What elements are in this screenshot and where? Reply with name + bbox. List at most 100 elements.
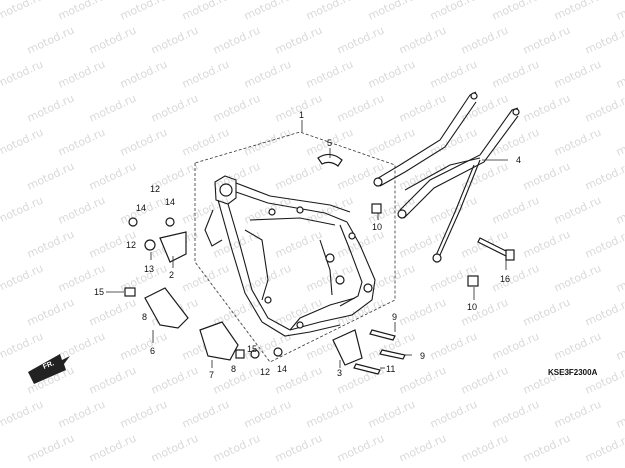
- watermark-text: motod.ru: [366, 398, 417, 431]
- callout-9a: 9: [392, 312, 397, 322]
- watermark-text: motod.ru: [428, 330, 479, 363]
- watermark-text: motod.ru: [87, 160, 138, 193]
- watermark-text: motod.ru: [211, 160, 262, 193]
- watermark-text: motod.ru: [25, 160, 76, 193]
- watermark-text: motod.ru: [149, 432, 200, 465]
- watermark-text: motod.ru: [273, 228, 324, 261]
- front-label: FR.: [42, 360, 55, 371]
- watermark-text: motod.ru: [0, 194, 45, 227]
- watermark-text: motod.ru: [0, 58, 45, 91]
- watermark-text: motod.ru: [335, 24, 386, 57]
- watermark-text: motod.ru: [552, 58, 603, 91]
- watermark-text: motod.ru: [552, 330, 603, 363]
- watermark-text: motod.ru: [614, 330, 625, 363]
- callout-9b: 9: [420, 351, 425, 361]
- watermark-text: motod.ru: [521, 228, 572, 261]
- watermark-text: motod.ru: [118, 58, 169, 91]
- watermark-text: motod.ru: [25, 432, 76, 465]
- watermark-text: motod.ru: [0, 0, 45, 23]
- watermark-text: motod.ru: [552, 0, 603, 23]
- watermark-text: motod.ru: [614, 398, 625, 431]
- watermark-text: motod.ru: [397, 364, 448, 397]
- watermark-text: motod.ru: [87, 432, 138, 465]
- watermark-text: motod.ru: [304, 58, 355, 91]
- watermark-text: motod.ru: [521, 92, 572, 125]
- watermark-text: motod.ru: [211, 92, 262, 125]
- watermark-text: motod.ru: [211, 364, 262, 397]
- callout-10b: 10: [467, 302, 477, 312]
- part-15-bolt-b: [235, 349, 245, 359]
- callout-14a: 14: [136, 203, 146, 213]
- watermark-text: motod.ru: [335, 92, 386, 125]
- watermark-text: motod.ru: [614, 58, 625, 91]
- callout-3: 3: [337, 368, 342, 378]
- watermark-text: motod.ru: [614, 0, 625, 23]
- watermark-text: motod.ru: [521, 296, 572, 329]
- callout-12a: 12: [150, 184, 160, 194]
- part-13-collar: [144, 239, 156, 251]
- watermark-text: motod.ru: [583, 432, 625, 465]
- watermark-text: motod.ru: [366, 0, 417, 23]
- watermark-text: motod.ru: [56, 194, 107, 227]
- part-9-bolt-a: [369, 329, 396, 341]
- watermark-text: motod.ru: [521, 160, 572, 193]
- watermark-text: motod.ru: [25, 92, 76, 125]
- watermark-text: motod.ru: [304, 262, 355, 295]
- watermark-text: motod.ru: [583, 160, 625, 193]
- callout-11: 11: [386, 364, 395, 374]
- part-9-bolt-b: [379, 349, 406, 360]
- callout-15a: 15: [94, 287, 104, 297]
- watermark-text: motod.ru: [56, 126, 107, 159]
- part-5-clip: [317, 153, 343, 167]
- watermark-text: motod.ru: [180, 0, 231, 23]
- watermark-text: motod.ru: [490, 194, 541, 227]
- watermark-text: motod.ru: [304, 0, 355, 23]
- watermark-text: motod.ru: [459, 160, 510, 193]
- bolt-16: [477, 237, 515, 261]
- watermark-text: motod.ru: [87, 364, 138, 397]
- callout-1: 1: [299, 110, 304, 120]
- watermark-text: motod.ru: [335, 432, 386, 465]
- watermark-text: motod.ru: [87, 92, 138, 125]
- watermark-text: motod.ru: [552, 126, 603, 159]
- watermark-text: motod.ru: [0, 262, 45, 295]
- part-14-washer-a: [165, 217, 175, 227]
- part-6-guard: [144, 287, 189, 329]
- watermark-text: motod.ru: [304, 398, 355, 431]
- watermark-text: motod.ru: [459, 24, 510, 57]
- watermark-text: motod.ru: [428, 58, 479, 91]
- watermark-text: motod.ru: [118, 0, 169, 23]
- watermark-text: motod.ru: [428, 398, 479, 431]
- watermark-text: motod.ru: [0, 126, 45, 159]
- part-11-bolt: [353, 363, 381, 375]
- watermark-text: motod.ru: [490, 330, 541, 363]
- watermark-text: motod.ru: [614, 194, 625, 227]
- watermark-text: motod.ru: [397, 92, 448, 125]
- watermark-text: motod.ru: [211, 432, 262, 465]
- watermark-text: motod.ru: [552, 194, 603, 227]
- part-7-guard: [199, 321, 239, 361]
- watermark-text: motod.ru: [366, 58, 417, 91]
- watermark-text: motod.ru: [583, 92, 625, 125]
- watermark-text: motod.ru: [118, 330, 169, 363]
- main-frame: [204, 175, 376, 337]
- callout-8b: 8: [231, 364, 236, 374]
- watermark-text: motod.ru: [149, 92, 200, 125]
- rear-subframe: [373, 91, 520, 263]
- watermark-text: motod.ru: [614, 262, 625, 295]
- callout-2: 2: [169, 270, 174, 280]
- leader-lines: [106, 120, 508, 369]
- watermark-text: motod.ru: [0, 330, 45, 363]
- callout-15b: 15: [247, 344, 257, 354]
- watermark-text: motod.ru: [25, 24, 76, 57]
- watermark-text: motod.ru: [25, 228, 76, 261]
- watermark-text: motod.ru: [118, 398, 169, 431]
- part-14-washer-c: [273, 347, 283, 357]
- watermark-text: motod.ru: [56, 58, 107, 91]
- watermark-text: motod.ru: [490, 262, 541, 295]
- callout-16: 16: [500, 274, 510, 284]
- callout-5: 5: [327, 138, 332, 148]
- part-15-bolt-a: [124, 287, 136, 297]
